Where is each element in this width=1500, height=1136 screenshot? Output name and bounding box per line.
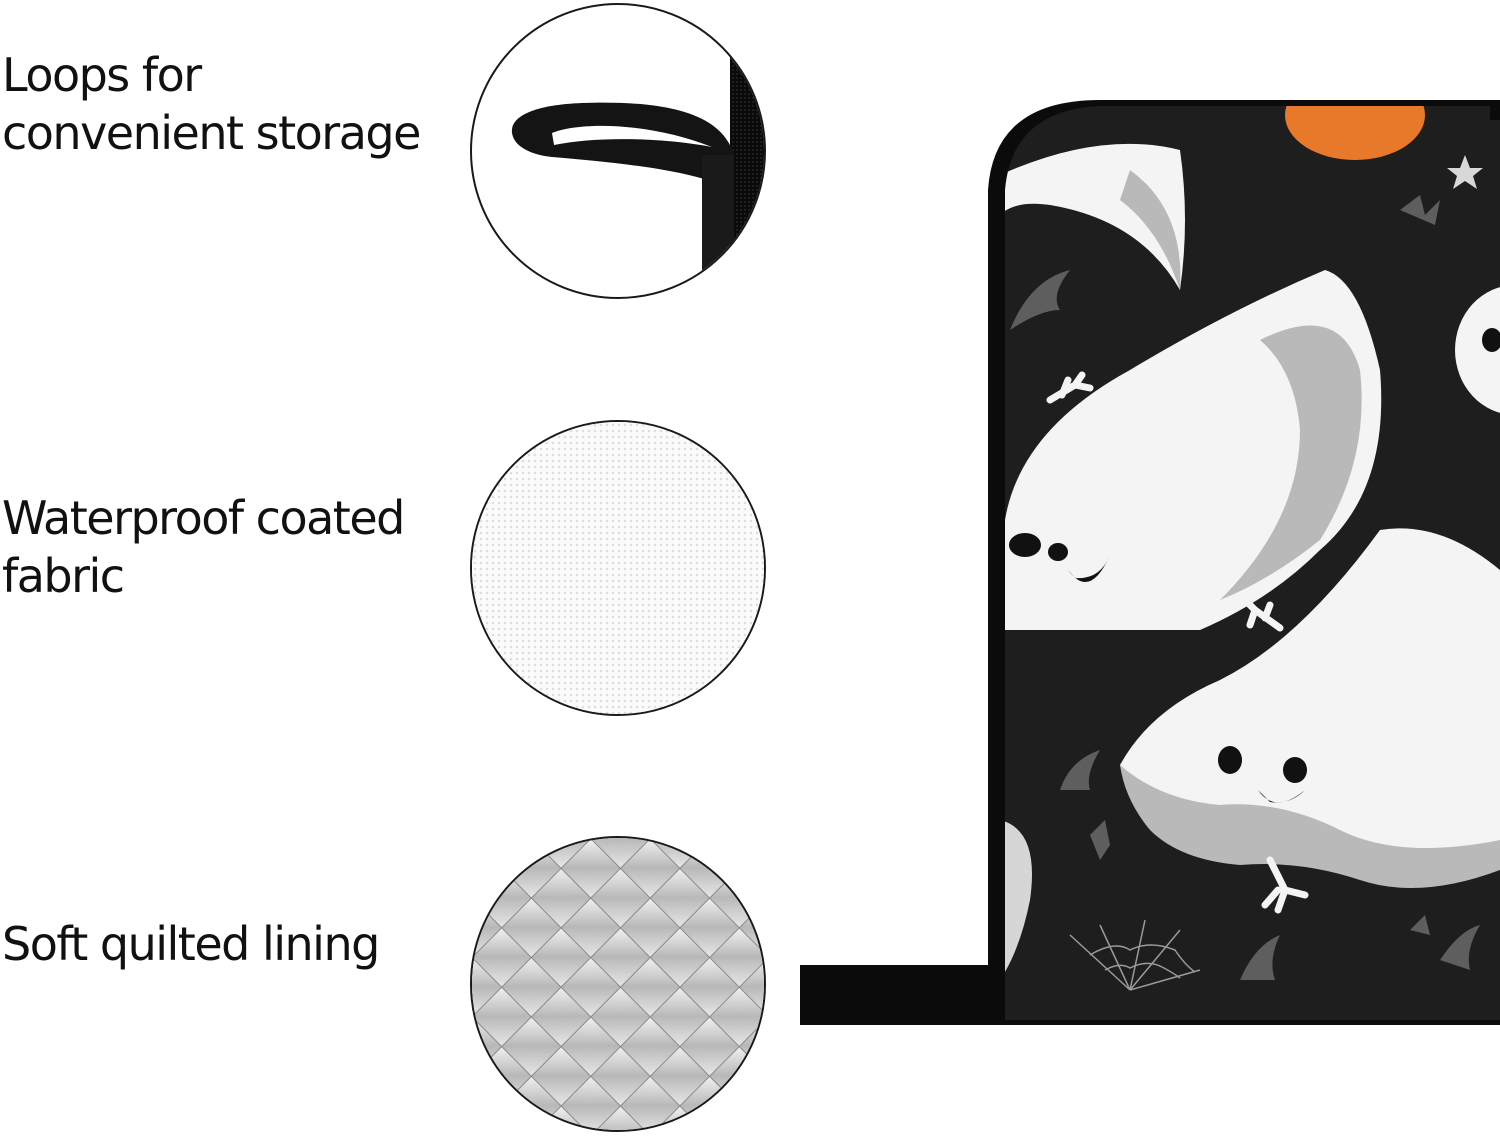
ghost-shape-3 xyxy=(1005,820,1032,980)
bat-icon-4 xyxy=(1090,820,1110,860)
product-pot-holder xyxy=(800,100,1500,1030)
hanging-loop-stub xyxy=(1490,100,1500,120)
feature-loop-line-2: convenient storage xyxy=(2,106,421,160)
quilted-lining-icon xyxy=(470,836,766,1132)
ghost-head-right xyxy=(1455,285,1500,415)
fabric-texture-icon xyxy=(470,420,766,716)
spider-web-icon xyxy=(1069,919,1201,991)
moon-shape xyxy=(1285,106,1425,160)
feature-fabric-line-1: Waterproof coated xyxy=(2,491,405,545)
bat-icon-2 xyxy=(1400,195,1440,225)
feature-label-loop: Loops for convenient storage xyxy=(2,46,421,162)
bat-icon-3 xyxy=(1060,750,1100,790)
hanging-loop-icon xyxy=(470,3,766,299)
ghost-shape-2 xyxy=(1120,528,1500,883)
feature-lining-line-1: Soft quilted lining xyxy=(2,917,380,971)
bat-icon-7 xyxy=(1410,915,1430,935)
bat-icon-5 xyxy=(1440,925,1480,970)
bat-icon-6 xyxy=(1240,935,1280,980)
feature-label-fabric: Waterproof coated fabric xyxy=(2,489,405,605)
bat-icon-1 xyxy=(1010,270,1070,330)
feature-fabric-line-2: fabric xyxy=(2,549,125,603)
feature-loop-line-1: Loops for xyxy=(2,48,202,102)
feature-label-lining: Soft quilted lining xyxy=(2,915,380,973)
star-icon xyxy=(1447,155,1483,189)
